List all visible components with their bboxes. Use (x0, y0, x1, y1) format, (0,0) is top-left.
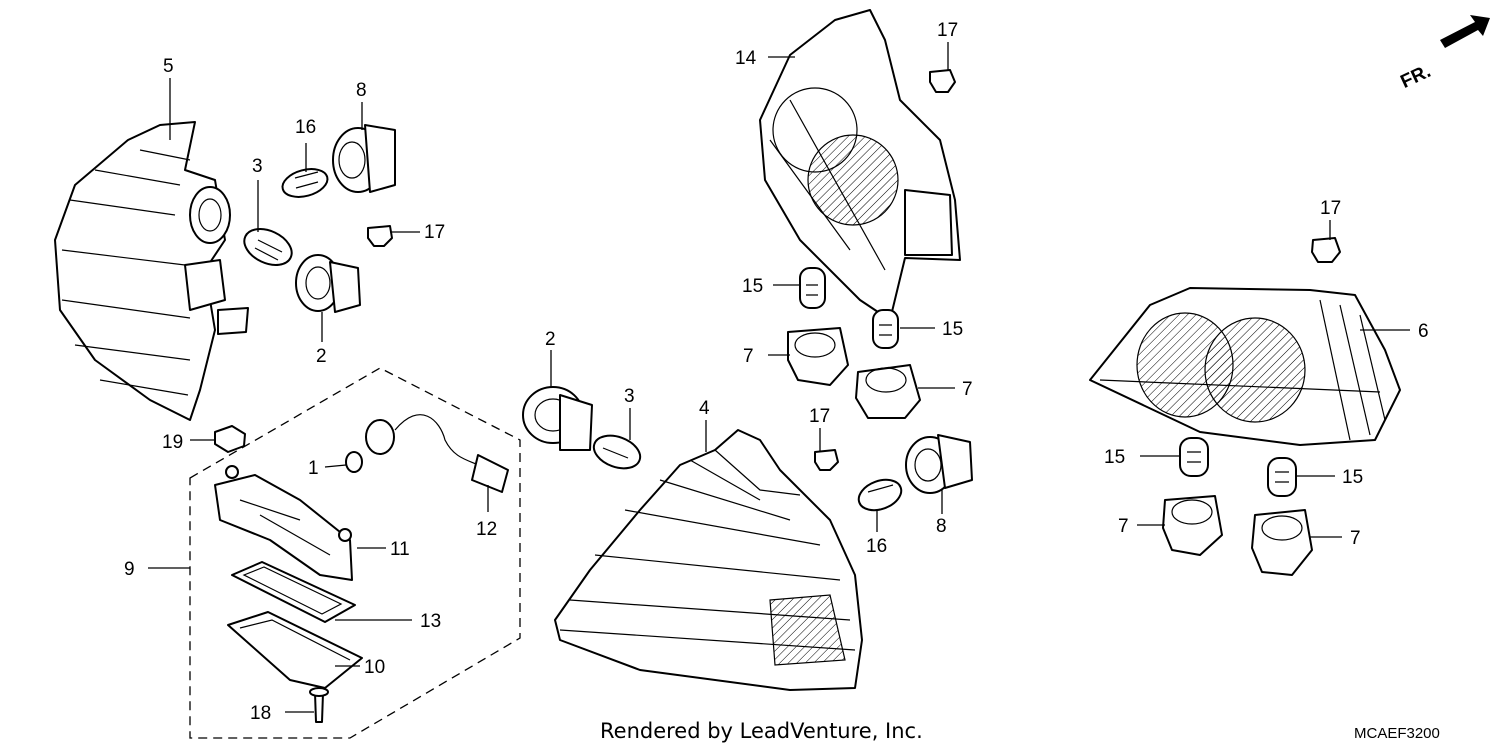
leader-lines (148, 42, 1410, 713)
socket-7-center-a[interactable] (787, 327, 849, 386)
callout-15-center-b: 15 (942, 319, 963, 340)
bulb-15-center-a[interactable] (799, 267, 826, 309)
callout-19: 19 (162, 432, 183, 453)
callout-8-right: 8 (936, 516, 947, 537)
callout-16-left: 16 (295, 117, 316, 138)
callout-8-left: 8 (356, 80, 367, 101)
callout-17-left: 17 (424, 222, 445, 243)
wedge-bulb-16-right[interactable] (855, 474, 906, 515)
callout-17-top: 17 (937, 20, 958, 41)
grommet-17-right[interactable] (1311, 237, 1341, 263)
wire-harness-12[interactable] (345, 414, 509, 493)
diagram-code: MCAEF3200 (1354, 725, 1440, 742)
callout-labels: 5 16 8 3 17 2 19 9 1 12 11 13 10 18 2 3 … (124, 20, 1429, 724)
callout-16-right: 16 (866, 536, 887, 557)
callout-7-center-a: 7 (743, 346, 754, 367)
callout-15-right-b: 15 (1342, 467, 1363, 488)
callout-13: 13 (420, 611, 441, 632)
front-direction-arrow: FR. (1398, 15, 1490, 93)
callout-12: 12 (476, 519, 497, 540)
grommet-17-center[interactable] (814, 449, 839, 471)
socket-2-middle[interactable] (522, 386, 593, 451)
footer-credit: Rendered by LeadVenture, Inc. (600, 719, 923, 743)
nut-19[interactable] (214, 425, 246, 453)
callout-18: 18 (250, 703, 271, 724)
callout-5: 5 (163, 56, 174, 77)
grommet-17-top[interactable] (929, 69, 956, 93)
wedge-bulb-3-left[interactable] (239, 222, 298, 272)
inner-light-housing-14[interactable] (759, 9, 961, 321)
callout-7-right-b: 7 (1350, 528, 1361, 549)
callout-3-left: 3 (252, 156, 263, 177)
callout-11: 11 (390, 539, 410, 560)
callout-15-center-a: 15 (742, 276, 763, 297)
bulb-15-right-a[interactable] (1179, 437, 1209, 477)
callout-17-right: 17 (1320, 198, 1341, 219)
callout-10: 10 (364, 657, 385, 678)
socket-2-left[interactable] (295, 254, 361, 313)
bulb-15-center-b[interactable] (872, 309, 899, 349)
callout-15-right-a: 15 (1104, 447, 1125, 468)
socket-8-left[interactable] (332, 124, 396, 193)
callout-2-left: 2 (316, 346, 327, 367)
callout-2-middle: 2 (545, 329, 556, 350)
callout-1: 1 (308, 458, 319, 479)
direction-label: FR. (1398, 61, 1435, 93)
callout-7-center-b: 7 (962, 379, 973, 400)
callout-6: 6 (1418, 321, 1429, 342)
socket-7-right-b[interactable] (1251, 509, 1313, 576)
socket-7-right-a[interactable] (1162, 495, 1223, 556)
callout-4: 4 (699, 398, 710, 419)
callout-14: 14 (735, 48, 757, 69)
callout-9: 9 (124, 559, 135, 580)
inner-light-6[interactable] (1089, 287, 1401, 446)
callout-7-right-a: 7 (1118, 516, 1129, 537)
bulb-15-right-b[interactable] (1267, 457, 1297, 497)
grommet-17-left[interactable] (367, 225, 393, 247)
wedge-bulb-3-middle[interactable] (589, 430, 644, 475)
callout-17-center: 17 (809, 406, 830, 427)
license-light-assembly[interactable] (189, 367, 521, 739)
callout-3-middle: 3 (624, 386, 635, 407)
tail-light-outer-right[interactable] (554, 429, 863, 691)
tail-light-outer-left[interactable] (54, 121, 249, 421)
socket-8-right[interactable] (905, 434, 973, 494)
socket-7-center-b[interactable] (855, 364, 921, 419)
wedge-bulb-16-left[interactable] (279, 164, 330, 201)
